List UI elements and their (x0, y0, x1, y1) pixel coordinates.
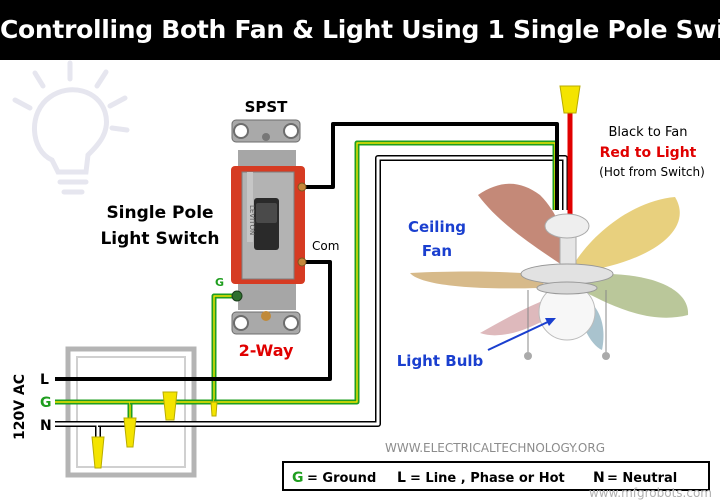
legend-l-text: = Line , Phase or Hot (410, 471, 565, 486)
supply-voltage-label: 120V AC (12, 374, 28, 440)
ceiling-fan (410, 183, 689, 360)
black-to-fan-label: Black to Fan (609, 125, 688, 140)
legend-n-key: N (593, 470, 605, 486)
fan-blade-tan (410, 271, 550, 289)
spst-label: SPST (245, 98, 289, 116)
legend: G = Ground L = Line , Phase or Hot N = N… (282, 461, 710, 491)
ground-wire-nut (123, 417, 137, 448)
wiring (55, 104, 573, 437)
switch-brand: LEVITON (248, 205, 256, 235)
ground-pigtail-nut (210, 401, 218, 417)
wire-nuts (91, 85, 581, 469)
legend-n-text: = Neutral (607, 471, 677, 486)
terminal-g-label: G (40, 395, 52, 411)
terminal-l-label: L (40, 372, 49, 388)
fan-blade-brown (478, 183, 568, 265)
red-to-light-label: Red to Light (600, 145, 697, 161)
junction-box (65, 346, 197, 478)
legend-g-text: = Ground (307, 471, 376, 486)
terminal-n-label: N (40, 418, 52, 434)
light-bulb-label: Light Bulb (397, 352, 484, 370)
com-label: Com (312, 239, 339, 253)
legend-g-key: G (292, 470, 304, 486)
switch-name-line2: Light Switch (100, 229, 219, 249)
neutral-wire (55, 155, 568, 437)
single-pole-switch: LEVITON (231, 119, 307, 335)
line-wire-nut (162, 391, 178, 421)
switch-name-line1: Single Pole (106, 203, 213, 223)
top-wire-nut (559, 85, 581, 114)
line-wire (55, 260, 332, 381)
ceiling-label: Ceiling (408, 218, 466, 236)
fan-blade-yellow (575, 197, 680, 272)
hot-from-switch-label: (Hot from Switch) (599, 165, 705, 179)
watermark: www.mfgrobots.com (589, 486, 712, 500)
lightbulb-idea-icon (12, 60, 130, 195)
two-way-label: 2-Way (239, 341, 294, 360)
neutral-wire-nut (91, 436, 105, 469)
switched-hot-wire (305, 122, 559, 210)
g-terminal-label: G (215, 276, 224, 289)
fan-blade-green (585, 274, 689, 318)
page-title: Controlling Both Fan & Light Using 1 Sin… (0, 15, 720, 44)
fan-label: Fan (422, 242, 452, 260)
light-bulb-pointer (487, 318, 556, 351)
fan-blade-pink (480, 300, 548, 336)
legend-l-key: L (397, 470, 406, 486)
fan-blades (410, 183, 689, 350)
title-bar: Controlling Both Fan & Light Using 1 Sin… (0, 0, 720, 60)
website-label: WWW.ELECTRICALTECHNOLOGY.ORG (385, 441, 605, 455)
